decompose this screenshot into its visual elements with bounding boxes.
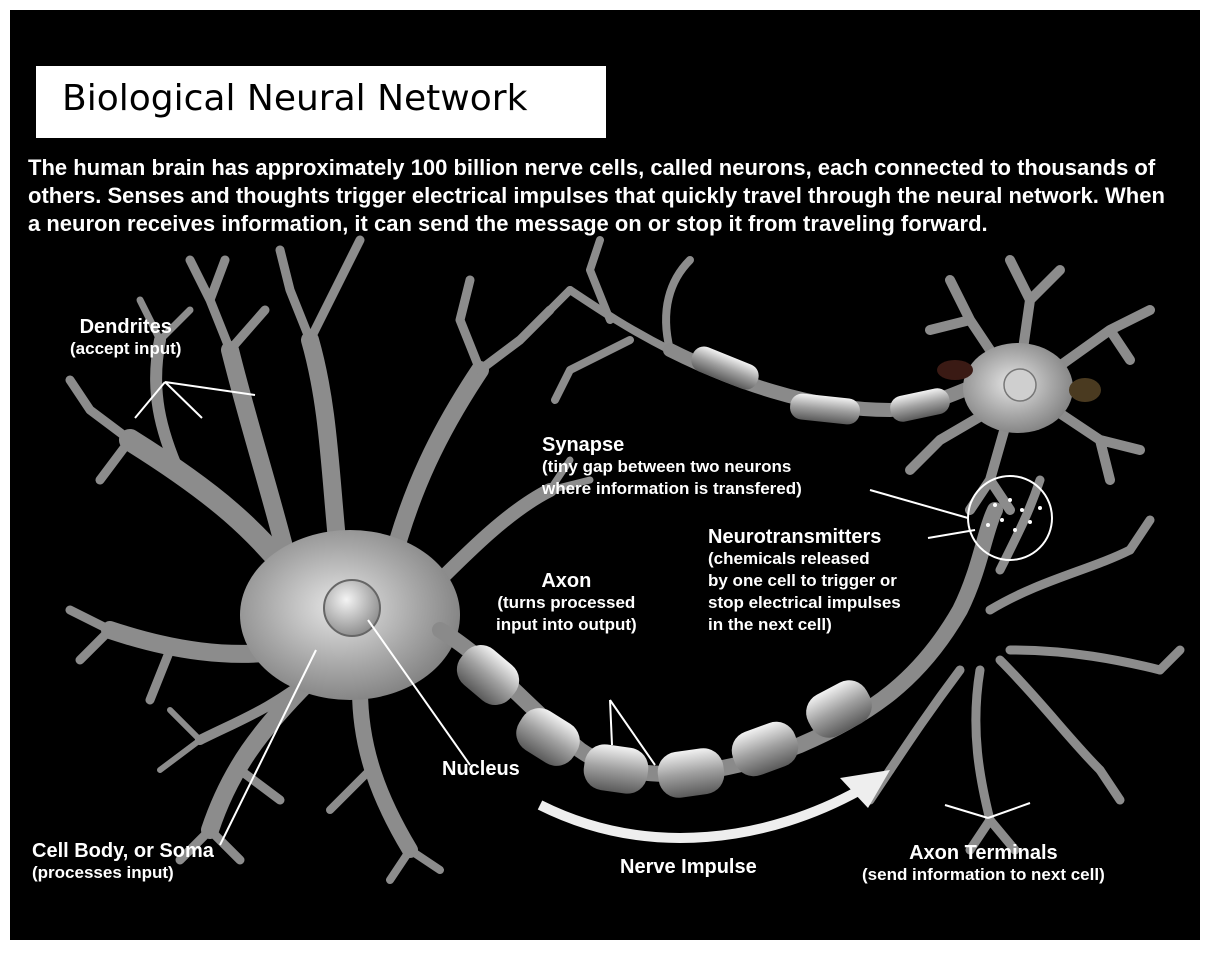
axon-sub-2: input into output) bbox=[496, 614, 637, 636]
synapse-heading: Synapse bbox=[542, 434, 802, 456]
intro-text: The human brain has approximately 100 bi… bbox=[28, 154, 1178, 238]
axon-terminals-heading: Axon Terminals bbox=[862, 842, 1105, 864]
synapse-sub-2: where information is transfered) bbox=[542, 478, 802, 500]
nerve-impulse-heading: Nerve Impulse bbox=[620, 856, 757, 878]
dendrites-sub: (accept input) bbox=[70, 338, 181, 360]
label-nerve-impulse: Nerve Impulse bbox=[620, 856, 757, 878]
label-nucleus: Nucleus bbox=[442, 758, 520, 780]
axon-terminals-sub: (send information to next cell) bbox=[862, 864, 1105, 886]
neurotransmitters-sub-4: in the next cell) bbox=[708, 614, 901, 636]
page-title: Biological Neural Network bbox=[62, 78, 527, 119]
label-neurotransmitters: Neurotransmitters (chemicals released by… bbox=[708, 526, 901, 636]
dendrites-heading: Dendrites bbox=[70, 316, 181, 338]
nucleus-shape bbox=[324, 580, 380, 636]
label-synapse: Synapse (tiny gap between two neurons wh… bbox=[542, 434, 802, 500]
label-cell-body: Cell Body, or Soma (processes input) bbox=[32, 840, 214, 884]
neurotransmitters-sub-3: stop electrical impulses bbox=[708, 592, 901, 614]
label-axon: Axon (turns processed input into output) bbox=[496, 570, 637, 636]
synapse-sub-1: (tiny gap between two neurons bbox=[542, 456, 802, 478]
cell-body-sub: (processes input) bbox=[32, 862, 214, 884]
axon-heading: Axon bbox=[496, 570, 637, 592]
neurotransmitters-sub-1: (chemicals released bbox=[708, 548, 901, 570]
nucleus-heading: Nucleus bbox=[442, 758, 520, 780]
axon-sub-1: (turns processed bbox=[496, 592, 637, 614]
label-axon-terminals: Axon Terminals (send information to next… bbox=[862, 842, 1105, 886]
neurotransmitters-heading: Neurotransmitters bbox=[708, 526, 901, 548]
neurotransmitters-sub-2: by one cell to trigger or bbox=[708, 570, 901, 592]
title-box: Biological Neural Network bbox=[36, 66, 606, 138]
cell-body-heading: Cell Body, or Soma bbox=[32, 840, 214, 862]
label-dendrites: Dendrites (accept input) bbox=[70, 316, 181, 360]
diagram-canvas: Biological Neural Network The human brai… bbox=[10, 10, 1200, 940]
